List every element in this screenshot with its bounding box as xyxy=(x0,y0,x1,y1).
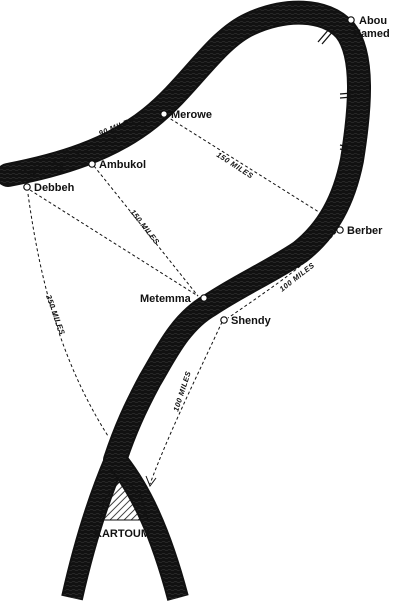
ambukol-label: Ambukol xyxy=(99,159,146,171)
shendy-kartoum-distance: 100 MILES xyxy=(171,370,193,413)
route-debbeh-kartoum xyxy=(27,193,109,437)
metemma-label: Metemma xyxy=(140,293,192,305)
shendy-label: Shendy xyxy=(231,315,272,327)
arrow-kartoum xyxy=(145,475,157,488)
abou-hamed-marker xyxy=(347,16,355,24)
kartoum-label: KARTOUM xyxy=(94,528,150,540)
white-nile-water xyxy=(63,456,124,600)
debbeh-marker xyxy=(23,183,31,191)
debbeh-label: Debbeh xyxy=(34,182,75,194)
ambukol-metemma-distance: 150 MILES xyxy=(128,208,161,247)
route-berber-shendy xyxy=(227,231,337,319)
route-ambukol-metemma xyxy=(93,165,199,297)
debbeh-kartoum-distance: 250 MILES xyxy=(44,293,67,336)
route-debbeh-metemma xyxy=(29,189,199,297)
nile-main-water xyxy=(0,2,369,470)
nile-river xyxy=(0,0,371,601)
merowe-marker xyxy=(160,110,168,118)
hamed-label: Hamed xyxy=(353,28,390,40)
route-shendy-kartoum xyxy=(149,321,223,485)
cataract-marks xyxy=(317,27,365,155)
metemma-marker xyxy=(200,294,208,302)
town-markers xyxy=(23,16,355,324)
berber-marker xyxy=(336,226,344,234)
ambukol-marker xyxy=(88,160,96,168)
abou-label: Abou xyxy=(359,15,387,27)
routes xyxy=(27,115,337,488)
blue-nile-water xyxy=(110,456,187,601)
berber-label: Berber xyxy=(347,225,383,237)
shendy-marker xyxy=(220,316,228,324)
kartoum-area xyxy=(99,477,149,521)
merowe-berber-distance: 150 MILES xyxy=(215,150,255,180)
merowe-label: Merowe xyxy=(171,109,212,121)
river-route xyxy=(13,118,146,173)
